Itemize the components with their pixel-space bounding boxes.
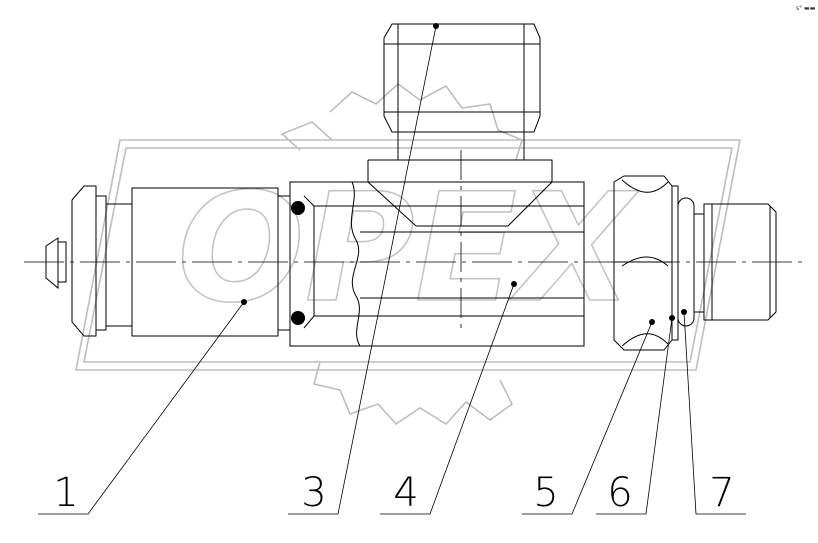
leader-lines	[38, 23, 746, 515]
callout-label-3: 3	[301, 470, 326, 516]
corner-mark: s° ▬▬	[796, 5, 816, 12]
part-4-tee-body	[289, 130, 585, 347]
callout-label-4: 4	[393, 470, 418, 516]
part-1-plug	[45, 185, 291, 337]
part-3-o-ring	[291, 201, 305, 325]
callout-label-6: 6	[607, 470, 632, 516]
callout-label-5: 5	[533, 470, 558, 516]
watermark-logo: OPEX	[75, 139, 741, 371]
branch-nut	[383, 23, 541, 133]
watermark-text: OPEX	[177, 162, 639, 336]
part-7-seal-ring	[677, 197, 777, 327]
callout-labels: 1 3 4 5 6 7	[53, 470, 734, 516]
watermark-gear-icon	[280, 82, 523, 426]
callout-label-1: 1	[53, 470, 78, 516]
center-axis	[24, 150, 804, 330]
callout-label-7: 7	[709, 470, 734, 516]
